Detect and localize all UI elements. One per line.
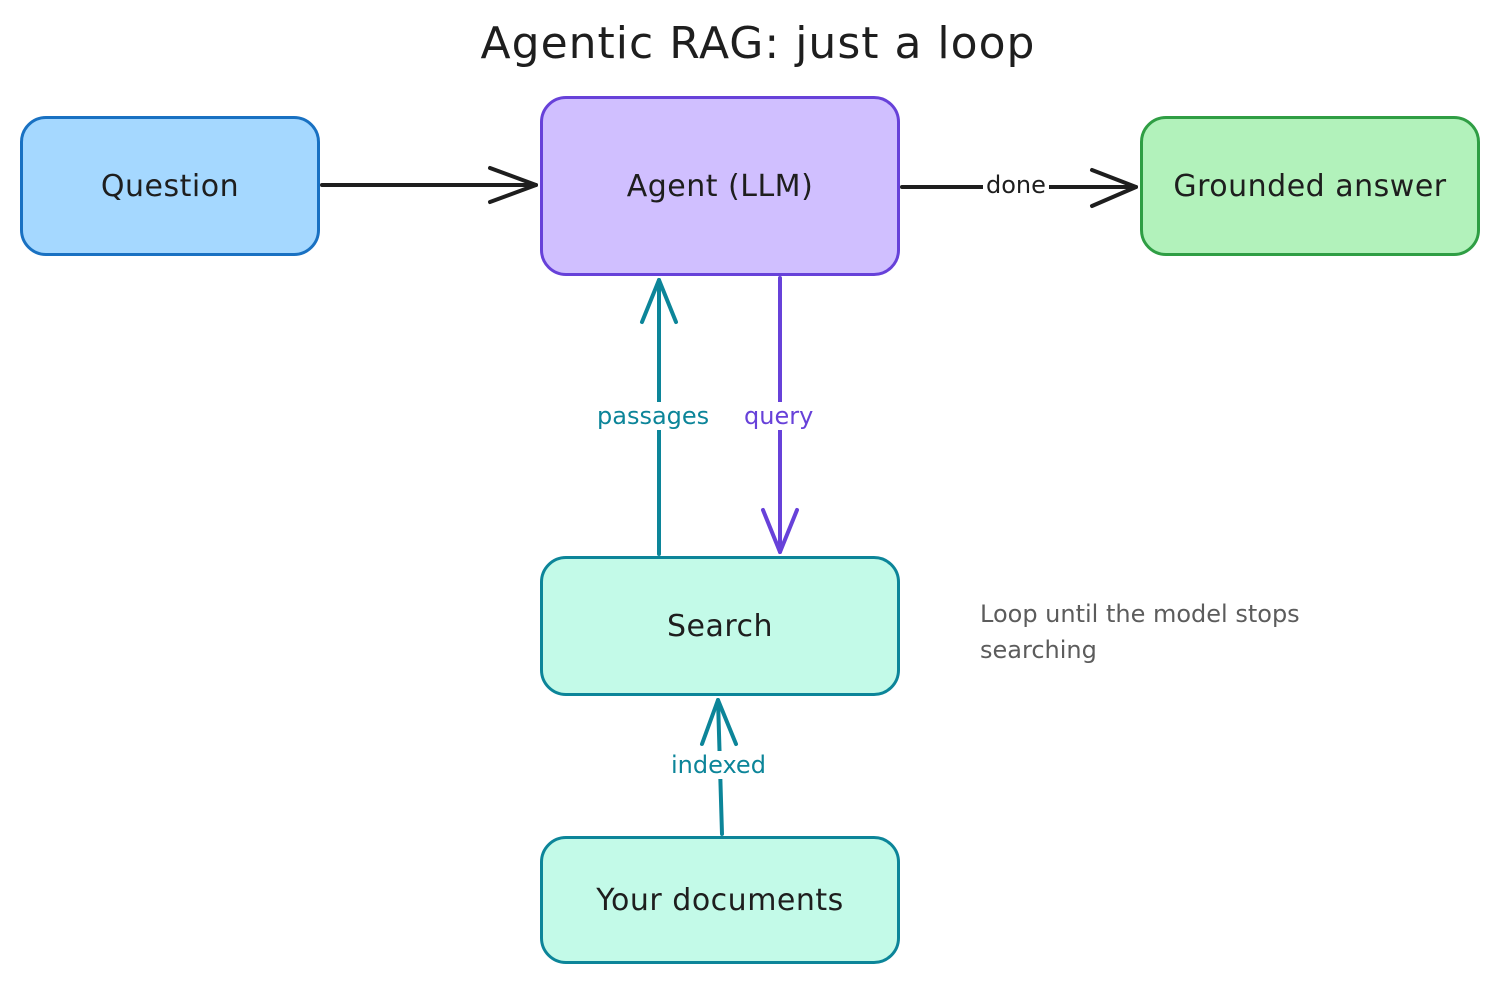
arrow-question-to-agent [320,166,538,204]
node-agent-label: Agent (LLM) [626,168,814,204]
diagram-title: Agentic RAG: just a loop [480,18,1036,69]
node-documents-label: Your documents [596,882,844,918]
node-search-label: Search [666,608,774,644]
node-question: Question [20,116,320,256]
loop-note: Loop until the model stops searching [980,600,1300,664]
node-agent: Agent (LLM) [540,96,900,276]
node-documents: Your documents [540,836,900,964]
edge-label-query: query [741,402,817,430]
node-answer-label: Grounded answer [1173,168,1447,204]
edge-label-done: done [983,171,1049,199]
node-search: Search [540,556,900,696]
edge-label-passages: passages [594,402,713,430]
node-grounded-answer: Grounded answer [1140,116,1480,256]
node-question-label: Question [100,168,240,204]
edge-label-indexed: indexed [668,751,769,779]
